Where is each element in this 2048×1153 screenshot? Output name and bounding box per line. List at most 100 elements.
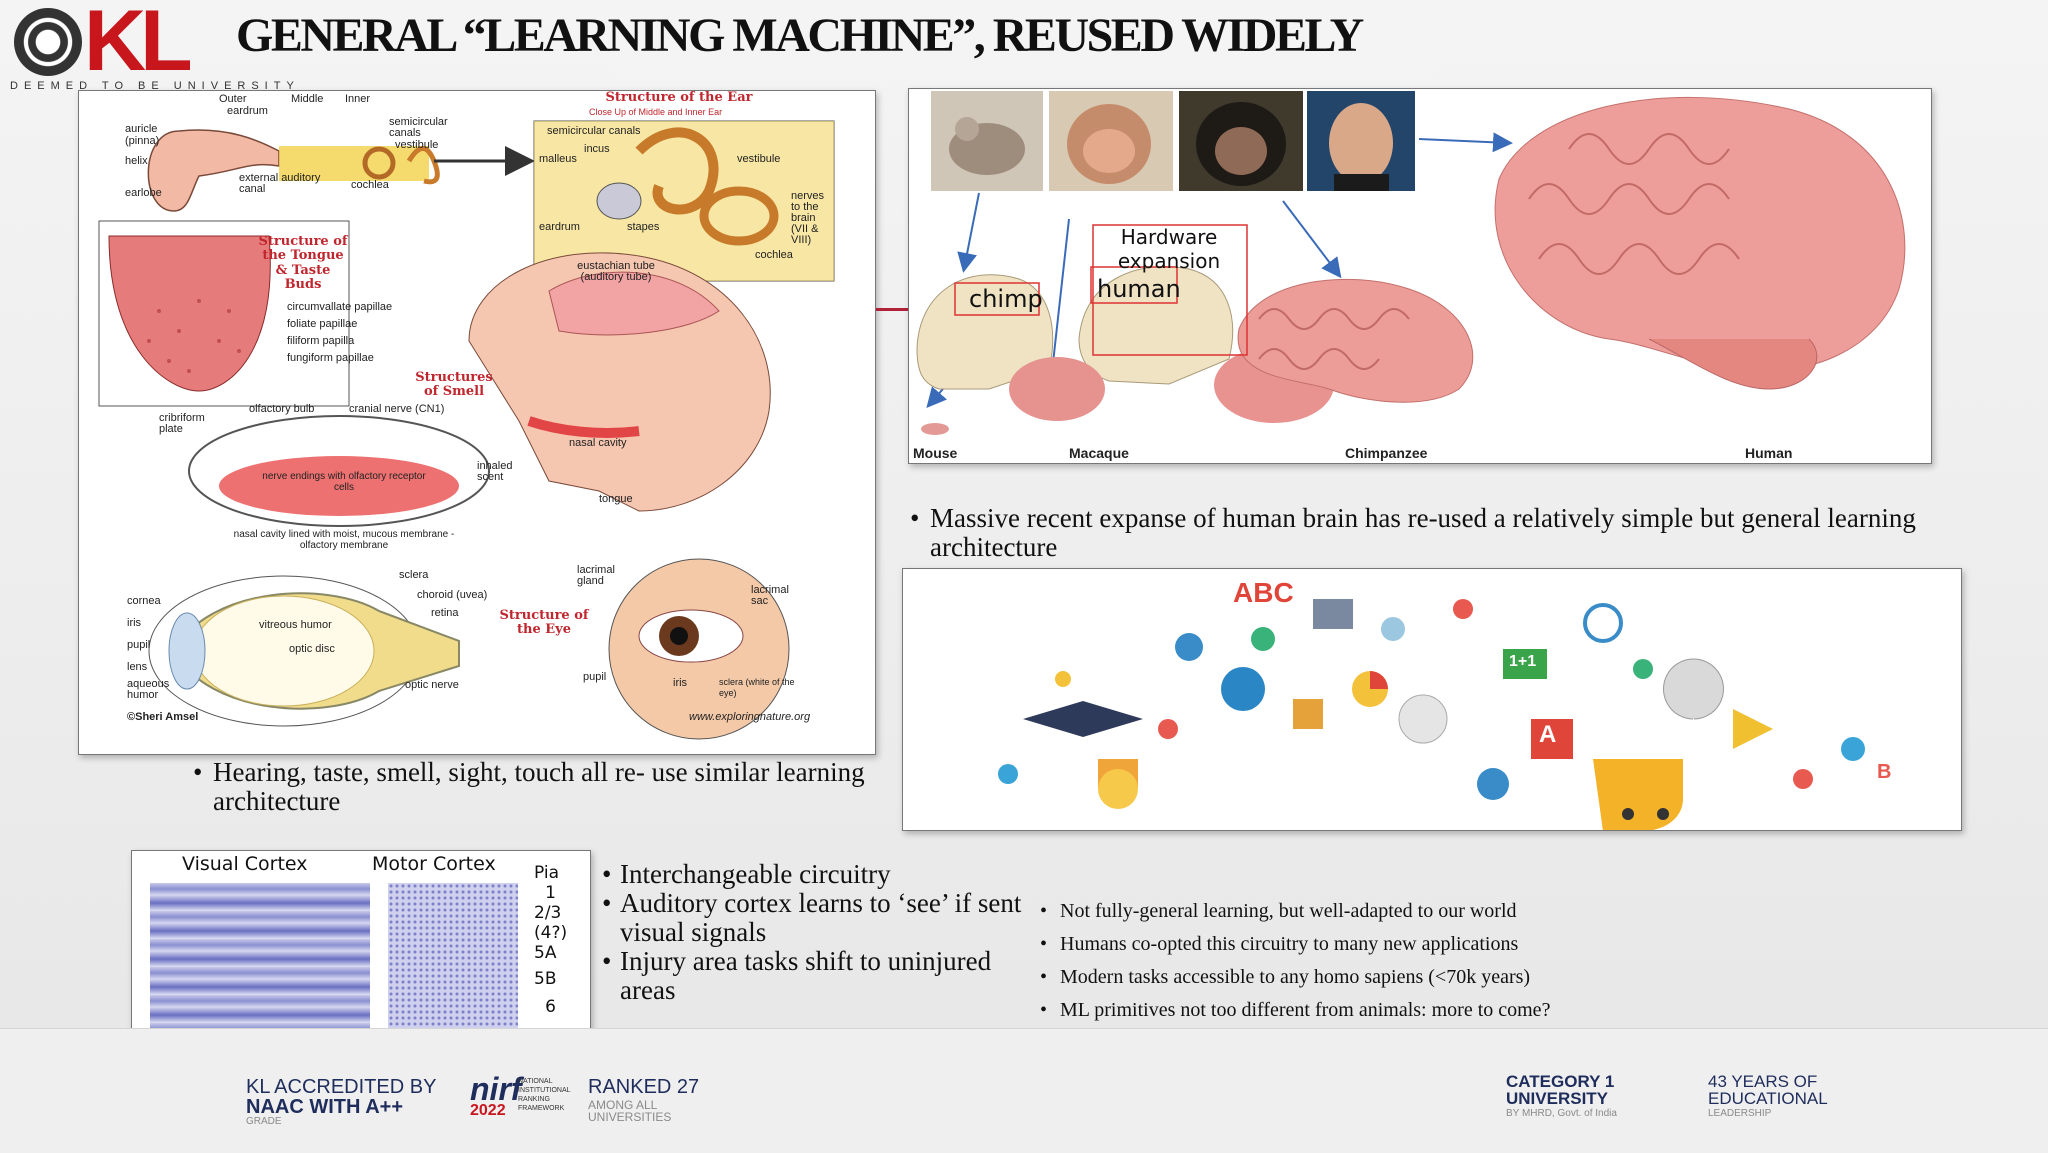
eye-cornea-label: cornea <box>127 595 161 607</box>
eye-pupil-front-label: pupil <box>583 671 607 683</box>
category-subtext: BY MHRD, Govt. of India <box>1506 1108 1617 1119</box>
eye-choroid-label: choroid (uvea) <box>417 589 488 601</box>
eye-sclera-label: sclera <box>399 569 429 581</box>
motor-cortex-stain <box>388 883 518 1053</box>
eye-lacrimal-gland-label: lacrimal gland <box>577 564 615 587</box>
years-text: 43 YEARS OF EDUCATIONAL <box>1708 1072 1828 1108</box>
eye-vitreous-label: vitreous humor <box>259 619 332 631</box>
brain-evolution-figure: chimp human Hardware expansion Mouse Mac… <box>908 88 1932 464</box>
smell-caption: nasal cavity lined with moist, mucous me… <box>233 529 455 551</box>
tongue-title: Structure of the Tongue & Taste Buds <box>258 234 348 292</box>
hardware-expansion-label: Hardware expansion <box>1117 225 1221 273</box>
ear-cochlea-label: cochlea <box>351 179 389 191</box>
brain-evolution-illustration <box>916 91 1906 435</box>
footer-accredited: KL ACCREDITED BY <box>246 1076 437 1098</box>
ear-inner-label: Inner <box>345 93 371 105</box>
cortex-layer-list: Pia 1 2/3 (4?) 5A 5B 6 WM <box>534 863 567 1047</box>
smell-title: Structures of Smell <box>415 370 493 400</box>
human-box-label: human <box>1097 275 1181 303</box>
eye-iris-front-label: iris <box>673 677 688 689</box>
summary-bullet-3: Modern tasks accessible to any homo sapi… <box>1040 961 1740 994</box>
circuit-bullets: •Interchangeable circuitry •Auditory cor… <box>602 860 1022 1005</box>
one-plus-one-board: 1+1 <box>1509 653 1537 670</box>
smell-tongue-label: tongue <box>599 493 633 505</box>
summary-bullets: Not fully-general learning, but well-ada… <box>1040 895 1740 1027</box>
eye-lacrimal-sac-label: lacrimal sac <box>751 584 789 607</box>
ear-malleus-label: malleus <box>539 153 577 165</box>
abc-letters: ABC <box>1233 577 1294 608</box>
macaque-label: Macaque <box>1069 445 1129 461</box>
tongue-papillae-3: filiform papilla <box>287 335 355 347</box>
logo-subtext: DEEMED TO BE UNIVERSITY <box>10 80 300 92</box>
circuit-bullet-2: •Auditory cortex learns to ‘see’ if sent… <box>602 888 1022 947</box>
cortex-figure: Visual Cortex Motor Cortex Pia 1 2/3 (4?… <box>131 850 591 1061</box>
logo-text: KL <box>84 0 193 89</box>
circuit-bullet-3: •Injury area tasks shift to uninjured ar… <box>602 946 992 1005</box>
ear-incus-label: incus <box>584 143 610 155</box>
ear-auricle-label: auricle (pinna) <box>125 123 160 147</box>
ear-outer-label: Outer <box>219 93 247 105</box>
ear-vestibule-close-label: vestibule <box>737 153 781 165</box>
visual-cortex-stain <box>150 883 370 1053</box>
gear-emblem-icon <box>14 8 82 76</box>
senses-figure: Structure of the Ear Close Up of Middle … <box>78 90 876 755</box>
ear-subtitle: Close Up of Middle and Inner Ear <box>589 107 723 117</box>
ranked-text: RANKED 27 <box>588 1076 700 1098</box>
website-text: www.exploringnature.org <box>689 711 811 723</box>
tongue-papillae-4: fungiform papillae <box>287 352 374 364</box>
layer-5b: 5B <box>534 969 557 989</box>
eye-nerve-label: optic nerve <box>405 679 459 691</box>
senses-bullet-text: Hearing, taste, smell, sight, touch all … <box>213 757 865 816</box>
ranked-subtext: AMONG ALL UNIVERSITIES <box>588 1098 672 1124</box>
ear-eardrum-close-label: eardrum <box>539 221 580 233</box>
letter-b: B <box>1877 761 1892 783</box>
tongue-papillae-1: circumvallate papillae <box>287 301 393 313</box>
summary-bullet-4: ML primitives not too different from ani… <box>1040 994 1740 1027</box>
smell-inhaled-label: inhaled scent <box>477 460 513 483</box>
senses-bullet: •Hearing, taste, smell, sight, touch all… <box>193 757 865 816</box>
layer-pia: Pia <box>534 863 560 883</box>
footer-naac: NAAC WITH A++ <box>246 1096 404 1118</box>
ear-semicircular-label: semicircular canals <box>389 116 448 139</box>
senses-illustration <box>98 120 835 740</box>
eye-iris-label: iris <box>127 617 142 629</box>
connector-line <box>876 308 908 311</box>
eye-sclera-front-label: sclera (white of the eye) <box>719 677 795 698</box>
credit-text: ©Sheri Amsel <box>127 711 199 723</box>
ear-stapes-label: stapes <box>627 221 660 233</box>
kl-logo: KL DEEMED TO BE UNIVERSITY <box>10 0 294 94</box>
ear-eustachian-label: eustachian tube (auditory tube) <box>577 260 655 283</box>
learning-icons-figure: ABC A B 1+1 <box>902 568 1962 831</box>
eye-title: Structure of the Eye <box>499 608 589 638</box>
human-label: Human <box>1745 445 1793 461</box>
ear-nerves-label: nerves to the brain (VII & VIII) <box>791 190 825 246</box>
ear-middle-label: Middle <box>291 93 324 105</box>
chimp-box-label: chimp <box>969 285 1043 313</box>
brain-bullet-text: Massive recent expanse of human brain ha… <box>930 503 1916 562</box>
footer-grade: GRADE <box>246 1116 282 1127</box>
ear-semicircular-close-label: semicircular canals <box>547 125 641 137</box>
ear-eardrum-label: eardrum <box>227 105 268 117</box>
nirf-description: NATIONAL INSTITUTIONAL RANKING FRAMEWORK <box>518 1078 571 1112</box>
page-title: GENERAL “LEARNING MACHINE”, REUSED WIDEL… <box>236 9 1364 62</box>
layer-2-3: 2/3 <box>534 903 562 923</box>
chimpanzee-label: Chimpanzee <box>1345 445 1428 461</box>
learning-icons-illustration <box>998 599 1865 830</box>
smell-nasal-label: nasal cavity <box>569 437 627 449</box>
ear-title: Structure of the Ear <box>605 90 753 105</box>
ear-external-label: external auditory canal <box>239 172 321 195</box>
layer-1: 1 <box>545 883 556 903</box>
ear-helix-label: helix <box>125 155 148 167</box>
summary-bullet-1: Not fully-general learning, but well-ada… <box>1040 895 1740 928</box>
eye-aqueous-label: aqueous humor <box>127 678 170 701</box>
eye-disc-label: optic disc <box>289 643 335 655</box>
eye-retina-label: retina <box>431 607 459 619</box>
layer-4: (4?) <box>534 923 568 943</box>
nirf-year: 2022 <box>470 1102 506 1119</box>
motor-cortex-label: Motor Cortex <box>372 853 496 875</box>
years-subtext: LEADERSHIP <box>1708 1108 1772 1119</box>
ear-earlobe-label: earlobe <box>125 187 162 199</box>
eye-lens-label: lens <box>127 661 148 673</box>
eye-pupil-label: pupil <box>127 639 151 651</box>
nirf-logo: nirf <box>470 1071 522 1107</box>
